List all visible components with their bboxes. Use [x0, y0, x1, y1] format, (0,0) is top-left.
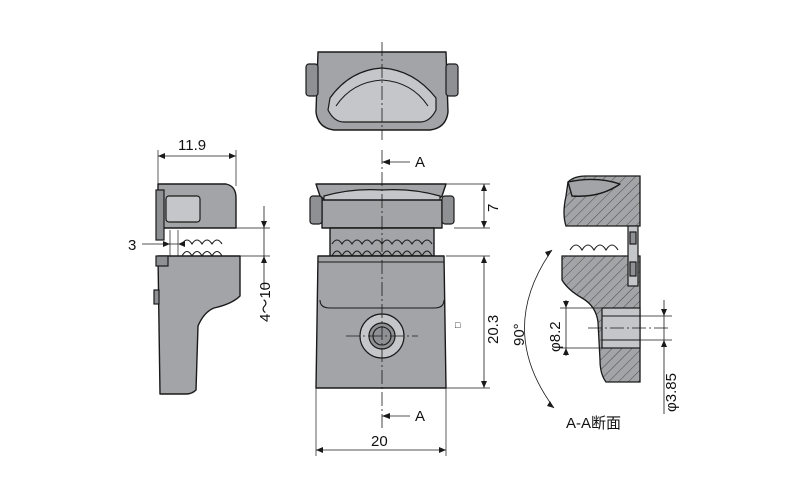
- dim-height-body: 20.3: [485, 315, 502, 344]
- dimension-graphics: [142, 150, 672, 456]
- dim-width-front: 20: [371, 433, 388, 450]
- side-view: [153, 183, 241, 395]
- dim-bore-large: φ8.2: [547, 321, 564, 352]
- dim-height-top: 7: [485, 204, 502, 212]
- square-symbol: □: [455, 320, 461, 330]
- section-view: [561, 175, 668, 383]
- section-marker-top: A: [415, 154, 425, 171]
- dim-angle: 90°: [511, 323, 528, 346]
- front-view: [309, 150, 455, 430]
- dim-gap-side: 3: [128, 237, 136, 254]
- dim-bore-small: φ3.85: [663, 373, 680, 412]
- section-label: A-A断面: [566, 415, 621, 432]
- dim-range-side: 4～10: [257, 282, 274, 322]
- dim-width-side: 11.9: [178, 137, 206, 154]
- section-marker-bottom: A: [415, 408, 425, 425]
- top-view: [305, 42, 459, 140]
